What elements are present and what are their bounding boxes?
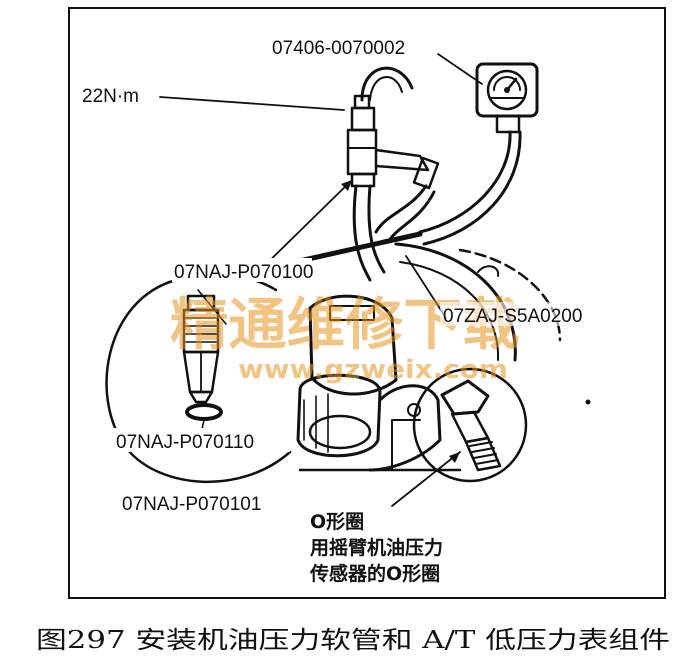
adapter-bottom-label: 07NAJ-P070101: [122, 494, 261, 515]
leader-lines: [159, 53, 483, 507]
sensor-detail-circle: [412, 367, 528, 483]
note-line-3: 传感器的O形圈: [309, 562, 440, 585]
adapter-top-label: 07NAJ-P070100: [174, 262, 313, 283]
torque-label: 22N·m: [82, 86, 139, 107]
watermark-url: www.gzweix.com: [238, 355, 508, 385]
oring-part-label: 07NAJ-P070110: [116, 432, 254, 453]
gauge-part-label: 07406-0070002: [272, 38, 405, 59]
dot-mark: [585, 399, 591, 405]
note-line-2: 用摇臂机油压力: [310, 536, 443, 559]
figure-frame: [68, 7, 666, 599]
hose-part-label: 07ZAJ-S5A0200: [443, 306, 582, 327]
pressure-gauge-drawing: [475, 62, 539, 134]
adapter-fitting-drawing: [346, 66, 440, 190]
figure-caption: 图297 安装机油压力软管和 A/T 低压力表组件: [36, 626, 670, 654]
note-line-1: O形圈: [310, 511, 364, 533]
